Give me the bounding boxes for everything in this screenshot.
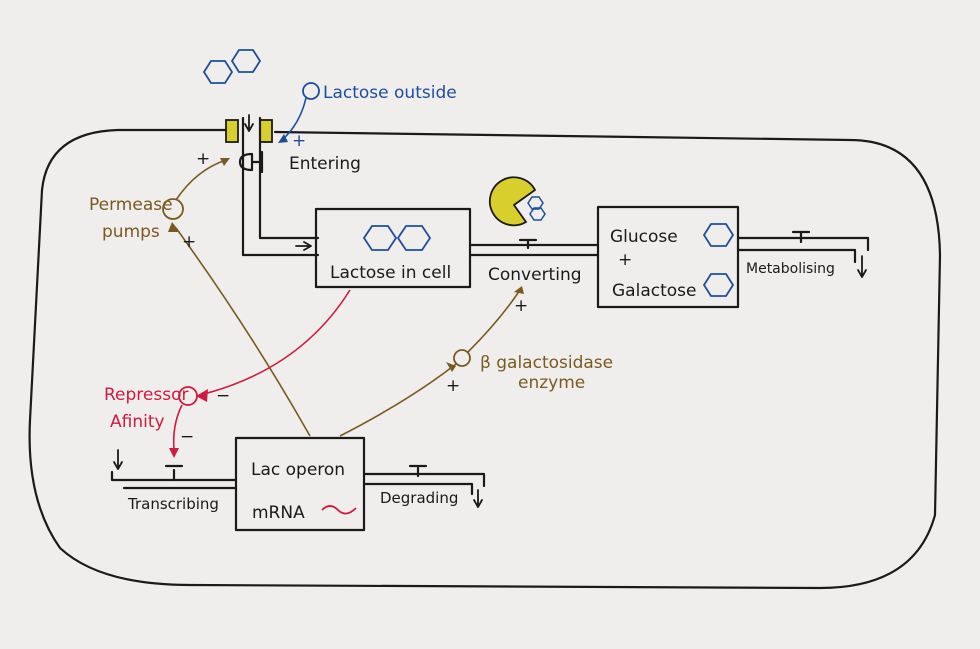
operon-to-enzyme-link (339, 363, 457, 437)
permease-to-entering-link (175, 159, 227, 201)
degrading-sink-arrow (473, 489, 483, 508)
permease-channel-icon (225, 119, 273, 143)
transcribing-label: Transcribing (127, 495, 219, 513)
brown-arrowheads (168, 158, 524, 372)
brown-causal-links (175, 159, 521, 437)
converting-label: Converting (488, 265, 582, 285)
entering-flow-pipe (241, 116, 320, 257)
glucose-plus-sign: + (618, 250, 632, 270)
lactose-outside-converter (302, 82, 320, 100)
repressor-converter (178, 386, 198, 406)
repressor-to-transcribing-link (172, 404, 183, 451)
mrna-label: mRNA (252, 503, 305, 523)
mrna-squiggle (321, 505, 357, 515)
lac-operon-label: Lac operon (251, 460, 345, 480)
converting-valve (518, 238, 538, 250)
degrading-label: Degrading (380, 489, 458, 507)
permease-converter (162, 198, 184, 220)
galactose-hexagon-icon (702, 273, 735, 297)
glucose-label: Glucose (610, 227, 678, 247)
lactose-outside-sign: + (292, 131, 306, 151)
transcribing-source-arrow (113, 449, 123, 470)
cell-membrane (28, 128, 942, 590)
entering-inflow-arrow (295, 241, 312, 251)
operon-enzyme-sign: + (446, 376, 460, 396)
metabolising-label: Metabolising (746, 261, 835, 277)
lactose-in-cell-stock (314, 207, 472, 289)
transcribing-arrowhead (169, 448, 179, 458)
galactose-label: Galactose (612, 281, 696, 301)
metabolising-valve (791, 230, 811, 244)
glucose-hexagon-icon (702, 223, 735, 247)
lactose-to-repressor-link (199, 289, 351, 396)
degrading-flow-pipe (362, 472, 486, 496)
permease-entering-sign: + (196, 149, 210, 169)
lactose-cell-molecule-icon (362, 225, 432, 251)
enzyme-label: enzyme (518, 373, 585, 393)
metabolising-sink-arrow (857, 255, 867, 278)
afinity-label: Afinity (110, 412, 165, 432)
pumps-label: pumps (102, 222, 160, 242)
repressor-arrowhead (196, 389, 208, 402)
entering-label: Entering (289, 154, 361, 174)
transcribing-valve (164, 464, 184, 482)
operon-permease-sign: + (182, 232, 196, 252)
enzyme-icon (488, 176, 546, 227)
entering-flow-arrow (244, 114, 254, 132)
glucose-galactose-stock (596, 205, 740, 309)
lactose-outside-arrowhead (278, 134, 288, 143)
converting-flow-pipe (468, 243, 600, 257)
operon-to-permease-link (175, 227, 311, 437)
enzyme-to-converting-link (467, 289, 521, 353)
beta-galactosidase-label: β galactosidase (480, 353, 613, 373)
repressor-label: Repressor (104, 385, 188, 405)
lactose-in-cell-label: Lactose in cell (330, 263, 451, 283)
metabolising-flow-pipe (736, 236, 870, 264)
entering-valve (238, 150, 264, 174)
transcribing-flow-pipe (110, 470, 238, 490)
permease-label: Permease (89, 195, 173, 215)
degrading-valve (408, 464, 428, 478)
enzyme-converting-sign: + (514, 296, 528, 316)
lactose-outside-label: Lactose outside (323, 83, 457, 103)
lactose-molecule-icon (202, 49, 262, 84)
enzyme-converter (453, 349, 471, 367)
lactose-repressor-sign: − (216, 386, 230, 406)
repressor-transcribing-sign: − (180, 427, 194, 447)
